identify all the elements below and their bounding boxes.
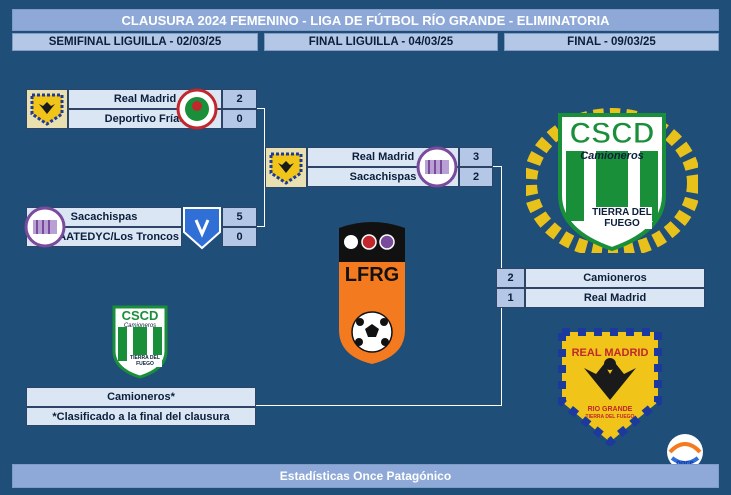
score: 1 [496,288,525,308]
connector-line [256,405,502,406]
connector-line [501,166,502,289]
deportivo-frias-badge [176,88,218,130]
camioneros-champion-badge: CSCD Camioneros TIERRA DEL FUEGO [523,103,701,258]
connector-line [264,108,265,226]
footer: Estadísticas Once Patagónico [12,464,719,488]
round-header-semifinal: SEMIFINAL LIGUILLA - 02/03/25 [12,33,258,51]
sacachispas-badge [416,146,458,188]
connector-line [257,108,265,109]
qualified-note: *Clasificado a la final del clausura [26,407,256,426]
aatedyc-badge [180,204,224,250]
connector-line [493,166,501,167]
badge-club-name: Camioneros [123,323,157,329]
real-madrid-badge [265,147,307,188]
badge-club-name: REAL MADRID [571,347,649,359]
real-madrid-big-badge: REAL MADRID RIO GRANDE TIERRA DEL FUEGO [558,328,662,448]
round-header-final: FINAL - 09/03/25 [504,33,719,51]
team-name: AATEDYC/Los Troncos [26,227,182,247]
lfrg-badge: LFRG [337,218,407,366]
score: 0 [222,109,257,129]
team-name: Sacachispas [26,207,182,227]
connector-line [501,288,502,406]
round-header-final-liguilla: FINAL LIGUILLA - 04/03/25 [264,33,498,51]
score: 2 [496,268,525,288]
team-name: Camioneros [525,268,705,288]
badge-initials: CSCD [569,117,655,151]
score: 3 [459,147,493,167]
badge-initials: CSCD [121,308,159,323]
once-patagonico-logo: once patagónico [656,432,714,478]
connector-line [257,226,265,227]
badge-club-name: Camioneros [580,150,644,162]
score: 2 [459,167,493,187]
camioneros-badge: CSCD Camioneros TIERRA DEL FUEGO [110,303,170,379]
badge-region: TIERRA DEL FUEGO [585,414,635,420]
sacachispas-badge [24,206,66,248]
badge-city: RIO GRANDE [587,406,633,413]
real-madrid-badge [26,89,68,129]
badge-region: TIERRA DEL FUEGO [592,207,652,229]
page-title: CLAUSURA 2024 FEMENINO - LIGA DE FÚTBOL … [12,9,719,31]
team-name: Real Madrid [525,288,705,308]
lfrg-label: LFRG [344,264,400,286]
score: 0 [222,227,257,247]
badge-region: TIERRA DEL FUEGO [128,355,162,367]
score: 5 [222,207,257,227]
score: 2 [222,89,257,109]
qualified-team: Camioneros* [26,387,256,407]
